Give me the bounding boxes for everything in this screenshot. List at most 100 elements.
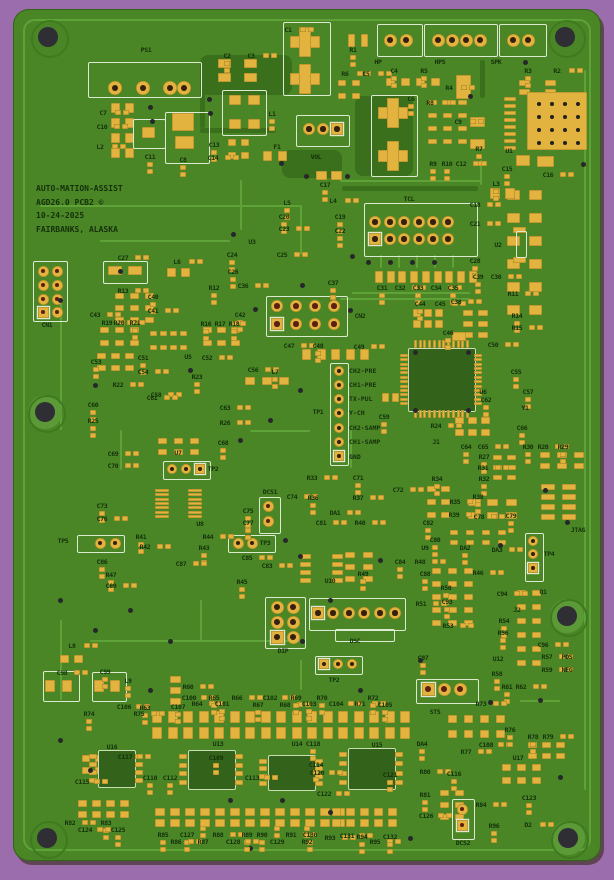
ref-label-C18: C18 (469, 201, 481, 209)
trace-11 (584, 70, 586, 790)
pad-grid-25 (441, 512, 450, 518)
passive-R43 (201, 553, 207, 558)
passive-R60 (200, 684, 206, 689)
trace-8 (350, 430, 352, 468)
passive-C78 (491, 514, 497, 519)
passive-R44 (228, 534, 234, 539)
passive-C32 (420, 285, 426, 290)
passive-R33 (324, 475, 330, 480)
ref-label-TP2: TP2 (328, 676, 340, 684)
connector-tp4-hole (530, 551, 536, 557)
ref-label-R61: R61 (501, 683, 513, 691)
passive-C86 (99, 567, 105, 572)
passive-R80 (445, 769, 451, 774)
connector-tp1-pad-7 (334, 451, 344, 461)
passive-C9 (478, 119, 484, 124)
qfp-pin (442, 410, 446, 418)
ref-label-C7: C7 (99, 109, 107, 117)
connector-ps1-hole (166, 84, 174, 92)
via-1 (149, 118, 155, 124)
pad-grid-27 (450, 530, 458, 535)
pad-grid-42 (374, 808, 383, 816)
passive-C59 (381, 422, 387, 427)
passive-C49 (379, 344, 385, 349)
pad-grid-35 (541, 494, 555, 500)
connector-tp2a-pad-1 (167, 464, 177, 474)
connector-tcl-pad-5 (427, 216, 439, 228)
qfp-pin (474, 358, 482, 362)
connector-cn2-hole (312, 321, 318, 327)
ref-label-Q1: Q1 (539, 588, 547, 596)
pad-5 (316, 171, 327, 180)
pad-grid-18 (160, 331, 167, 336)
passive-C84 (397, 574, 403, 579)
connector-dcs2-pad-2 (456, 819, 468, 831)
passive-R45 (239, 587, 245, 592)
passive-C5 (378, 71, 384, 76)
connector-tcl-pad-2 (384, 216, 396, 228)
pad-grid-33 (464, 607, 473, 613)
connector-cn2-pad-5 (271, 318, 283, 330)
u1-thermal-via (537, 115, 541, 119)
connector-cn1-hole (54, 268, 60, 274)
connector-tp1-hole (336, 382, 342, 388)
passive-C129 (274, 826, 280, 831)
pad-grid-2 (125, 148, 134, 158)
passive-R11 (533, 291, 539, 296)
pad-grid-18 (180, 331, 187, 336)
passive-C41 (165, 308, 171, 313)
pad-grid-28 (155, 489, 169, 492)
passive-R2 (577, 68, 583, 73)
connector-sts-pad-1 (421, 682, 435, 696)
u1-thermal-pad (527, 92, 587, 150)
ref-label-U16: U16 (106, 743, 118, 751)
passive-C114 (313, 777, 319, 782)
passive-C62 (483, 405, 489, 410)
pad-grid-19 (345, 349, 355, 360)
ref-label-C27: C27 (117, 254, 129, 262)
pad-grid-14 (115, 293, 124, 299)
passive-R89 (244, 847, 250, 852)
connector-hp-pad-2 (399, 33, 413, 47)
pad-1 (470, 117, 485, 127)
via-16 (580, 161, 586, 167)
pad-grid-5 (416, 78, 425, 86)
passive-R37 (378, 495, 384, 500)
passive-R36 (310, 510, 316, 515)
passive-C79 (508, 521, 514, 526)
pad-grid-38 (542, 742, 551, 748)
pad-grid-25 (427, 486, 436, 492)
pad-grid-2 (111, 133, 120, 143)
passive-R5 (421, 83, 427, 88)
via-9 (349, 253, 355, 259)
ic-pin-2 (339, 780, 347, 785)
pad-grid-4 (352, 93, 360, 99)
pad-grid-1 (504, 132, 516, 136)
passive-C118 (310, 749, 316, 754)
pad-grid-36 (384, 711, 395, 723)
passive-C47 (309, 343, 315, 348)
ref-label-C118: C118 (305, 740, 321, 748)
ref-label-C103: C103 (301, 700, 317, 708)
pad-grid-41 (245, 808, 255, 816)
qfp-pin (461, 340, 465, 348)
ref-label-R19: R19 (101, 319, 113, 327)
via-25 (267, 417, 273, 423)
pad-grid-4 (338, 80, 346, 86)
passive-R39 (466, 512, 472, 517)
passive-L3 (493, 189, 499, 194)
passive-R50 (443, 593, 449, 598)
passive-R26 (237, 420, 243, 425)
passive-R79 (568, 734, 574, 739)
passive-R62 (533, 684, 539, 689)
pad-grid-37 (464, 715, 473, 723)
passive-R22 (130, 382, 136, 387)
passive-C96 (563, 642, 569, 647)
passive-C125 (115, 842, 121, 847)
silk-outline-1 (222, 90, 267, 136)
pad-grid-44 (170, 687, 181, 694)
title-line-2: AGD26.0 PCB2 © (36, 197, 104, 207)
ref-label-C105: C105 (377, 701, 393, 709)
trace-21 (300, 660, 302, 690)
passive-R94 (359, 842, 365, 847)
